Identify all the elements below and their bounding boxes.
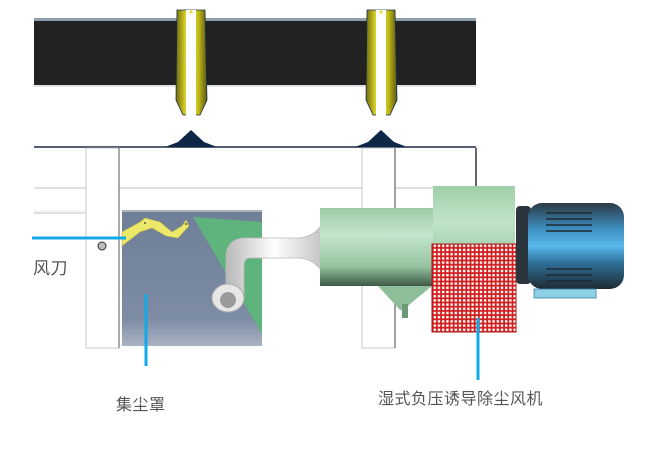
motor: [516, 203, 624, 299]
nozzle-2: [355, 9, 407, 147]
label-air-knife: 风刀: [33, 259, 68, 279]
wet-fan: [320, 186, 517, 333]
nozzle-1: [165, 9, 217, 147]
label-fan: 湿式负压诱导除尘风机: [378, 389, 544, 408]
pivot-icon: [97, 241, 107, 251]
conveyor-belt: [34, 18, 476, 87]
air-knife: [121, 217, 190, 247]
label-dust-hood: 集尘罩: [116, 395, 166, 414]
